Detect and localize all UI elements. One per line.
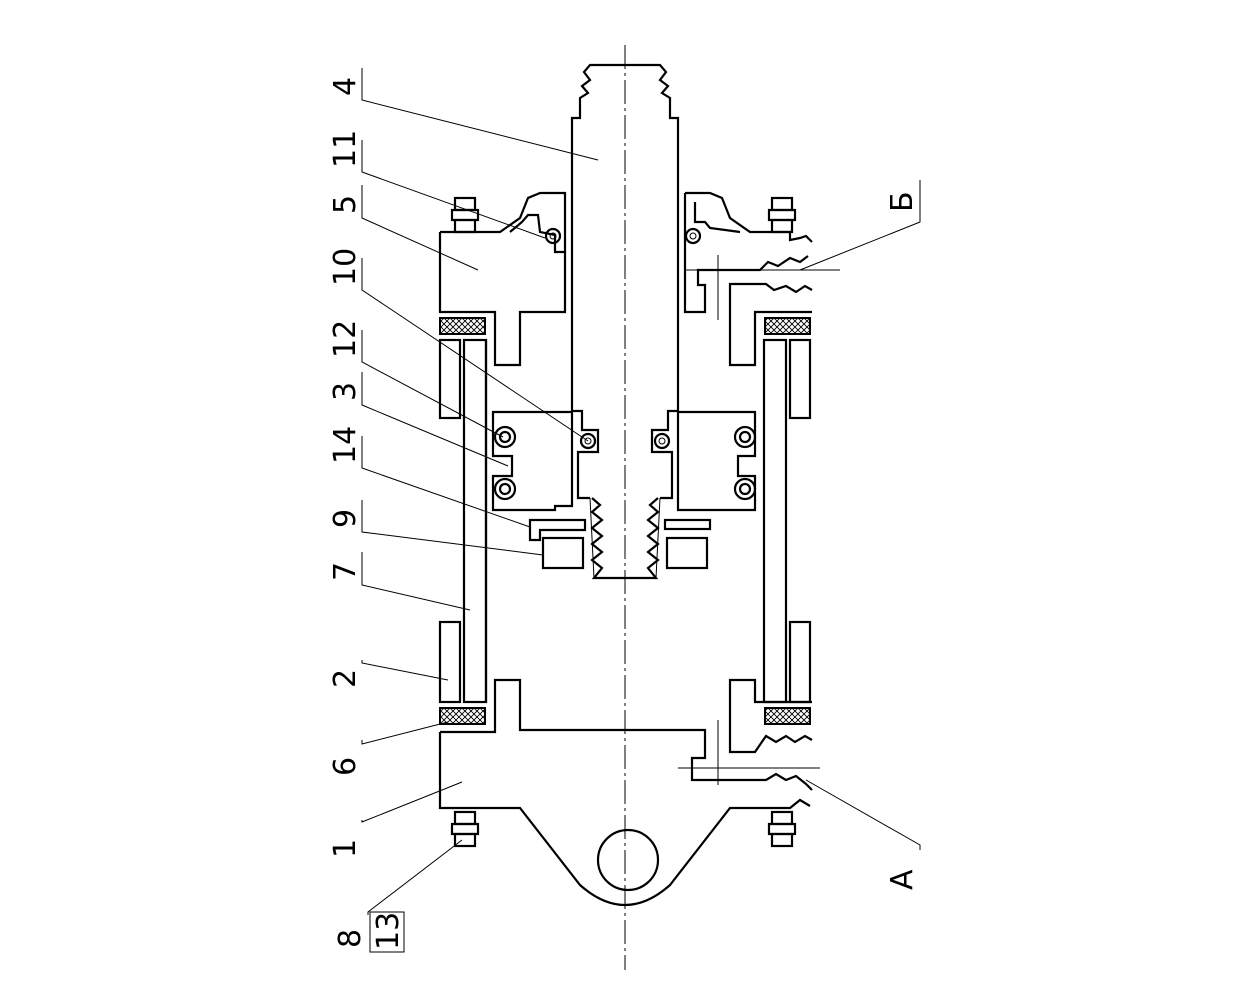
upper-housing-right xyxy=(683,191,840,367)
seal-upper-left xyxy=(439,317,486,335)
label-13-box xyxy=(369,911,405,953)
label-5: 5 xyxy=(328,195,363,214)
label-10: 10 xyxy=(328,248,363,286)
label-13: 13 xyxy=(371,912,406,950)
leader-lines xyxy=(361,68,921,915)
lower-housing xyxy=(438,678,820,906)
part-labels: 4 11 5 10 12 3 14 9 7 2 6 1 8 13 Б A xyxy=(328,77,920,953)
nut-right xyxy=(665,536,709,570)
lock-washer-right xyxy=(663,518,712,531)
bearing-carrier-right xyxy=(653,410,757,512)
section-label-b: Б xyxy=(885,191,920,212)
upper-shaft xyxy=(570,63,680,580)
label-4: 4 xyxy=(328,77,363,96)
lower-nut-right xyxy=(767,810,797,848)
label-12: 12 xyxy=(328,320,363,358)
section-label-a: A xyxy=(885,869,920,890)
seal-lower-right xyxy=(764,707,811,725)
seal-lower-left xyxy=(439,707,486,725)
guide-block-left-bottom xyxy=(438,620,462,704)
label-2: 2 xyxy=(328,669,363,688)
label-6: 6 xyxy=(328,757,363,776)
lock-washer-left xyxy=(528,518,587,542)
tube-right xyxy=(762,338,788,704)
nut-left xyxy=(541,536,585,570)
label-7: 7 xyxy=(328,562,363,581)
upper-housing-left xyxy=(438,191,567,367)
tube-left xyxy=(462,338,488,704)
label-1: 1 xyxy=(328,839,363,858)
label-3: 3 xyxy=(328,382,363,401)
mounting-eye xyxy=(596,828,660,892)
label-11: 11 xyxy=(328,130,363,168)
bearing-carrier-left xyxy=(491,410,597,512)
label-8: 8 xyxy=(333,929,368,948)
seal-upper-right xyxy=(764,317,811,335)
upper-nut-right xyxy=(767,196,797,234)
lower-nut-left xyxy=(450,810,480,848)
guide-block-right-bottom xyxy=(788,620,812,704)
label-9: 9 xyxy=(328,509,363,528)
guide-block-right-top xyxy=(788,338,812,420)
guide-block-left-top xyxy=(438,338,462,420)
label-14: 14 xyxy=(328,426,363,464)
upper-nut-left xyxy=(450,196,480,234)
